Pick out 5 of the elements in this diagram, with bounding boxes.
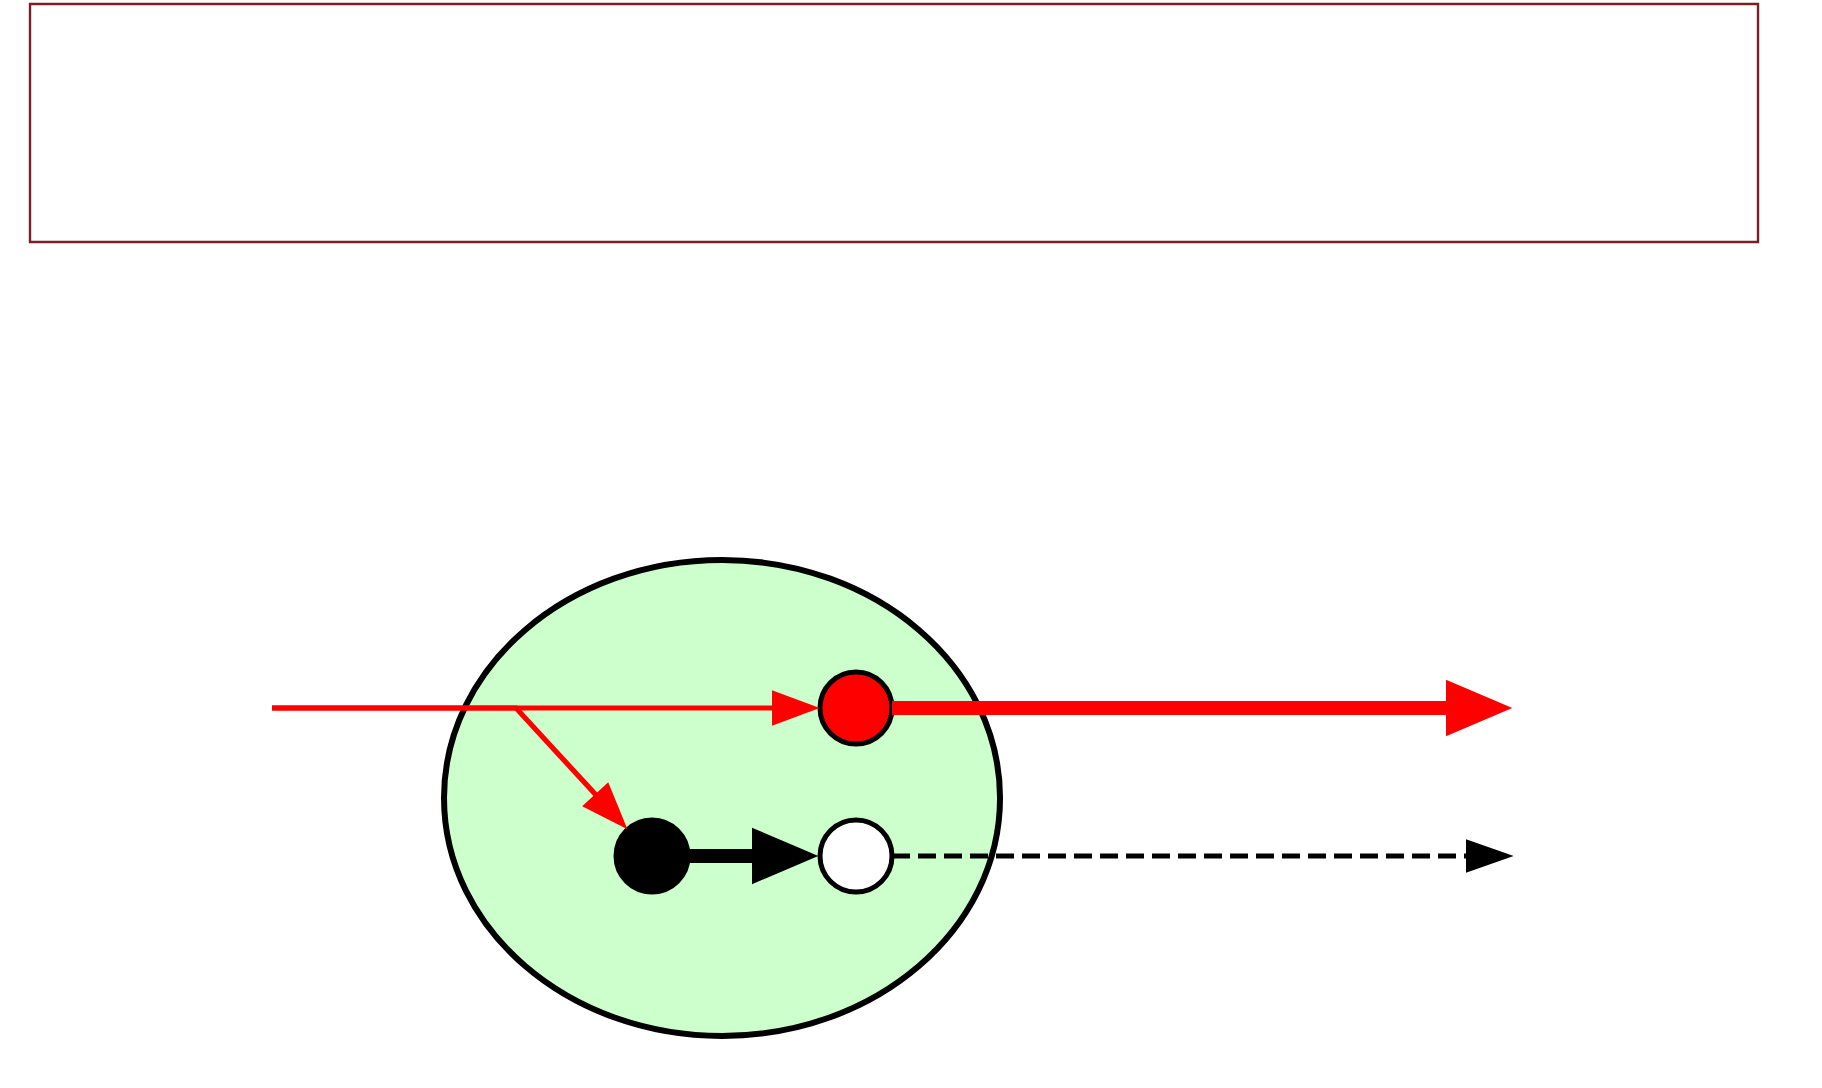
circle (817, 669, 895, 747)
empty-box (28, 2, 1760, 244)
circle (613, 817, 691, 895)
circle (817, 817, 895, 895)
ellipse (441, 557, 1003, 1039)
